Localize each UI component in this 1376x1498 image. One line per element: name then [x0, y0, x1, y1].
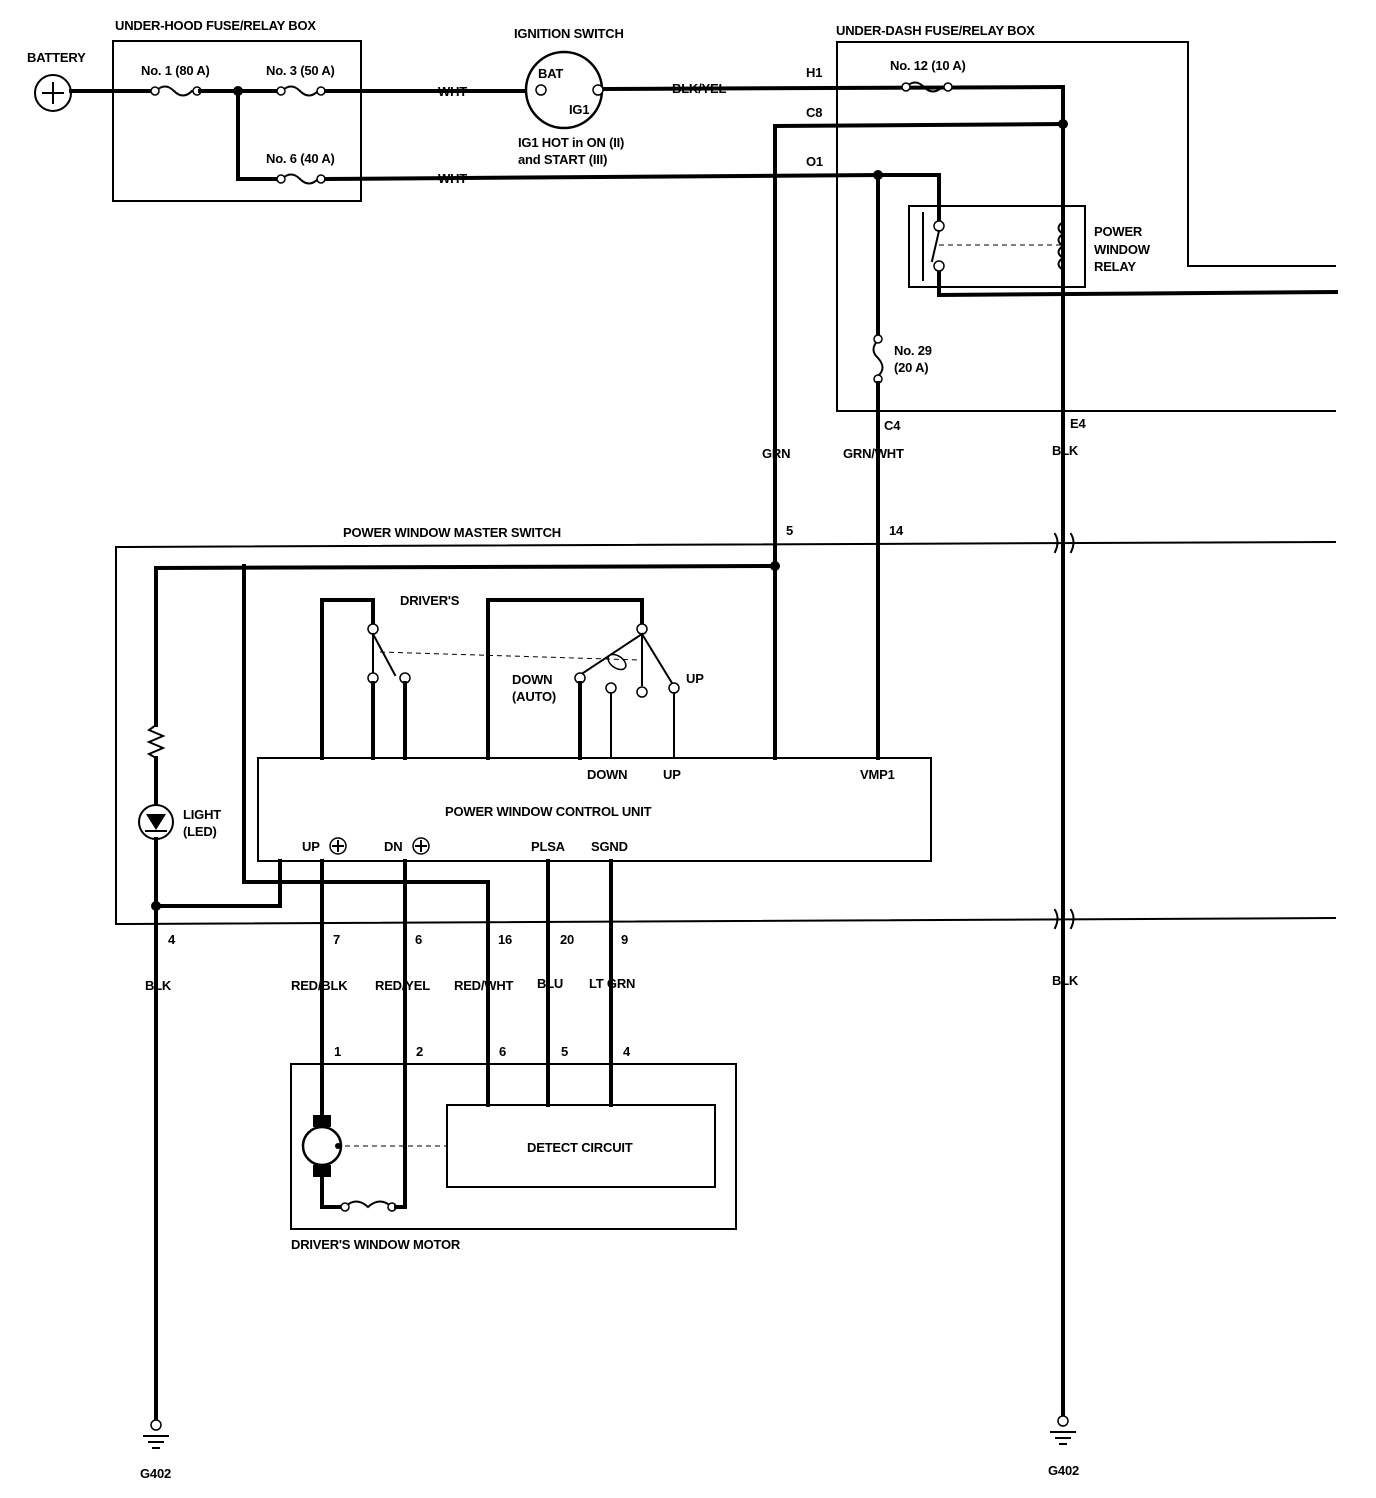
top-wires [69, 81, 1339, 1422]
down-auto-label-1: DOWN [512, 672, 552, 687]
relay-label-1: POWER [1094, 224, 1143, 239]
motor-wiring [301, 859, 613, 1212]
cu-up-label: UP [663, 767, 681, 782]
under-hood-box-title: UNDER-HOOD FUSE/RELAY BOX [115, 18, 316, 33]
motor-pin-2: 2 [416, 1044, 423, 1059]
ground-right-label: G402 [1048, 1463, 1079, 1478]
battery-icon [34, 74, 72, 112]
motor-pin-5: 5 [561, 1044, 568, 1059]
under-dash-fuse-relay-box [836, 41, 1336, 412]
wire-wht-1: WHT [438, 84, 467, 99]
drivers-switch-label: DRIVER'S [400, 593, 460, 608]
wire-break-mark [1053, 532, 1075, 930]
ignition-switch-icon [524, 50, 604, 130]
wire-grn-wht: GRN/WHT [843, 446, 904, 461]
junction-dot [233, 86, 243, 96]
wire-red-blk: RED/BLK [291, 978, 348, 993]
power-window-relay-icon [922, 212, 1065, 281]
control-unit-title: POWER WINDOW CONTROL UNIT [445, 804, 652, 819]
pin-e4-label: E4 [1070, 416, 1086, 431]
cu-dn-plus-label: DN [384, 839, 402, 854]
drivers-window-motor-title: DRIVER'S WINDOW MOTOR [291, 1237, 461, 1252]
junction-dot [873, 170, 883, 180]
wire-red-yel: RED/YEL [375, 978, 430, 993]
wire-blk-right-1: BLK [1052, 443, 1079, 458]
wire-lt-grn: LT GRN [589, 976, 635, 991]
motor-pin-6: 6 [499, 1044, 506, 1059]
under-hood-fuse-relay-box [112, 40, 362, 202]
pin-20-label: 20 [560, 932, 574, 947]
ignition-note-2: and START (III) [518, 152, 607, 167]
junction-dot [1058, 119, 1068, 129]
detect-circuit-label: DETECT CIRCUIT [527, 1140, 633, 1155]
battery-label: BATTERY [27, 50, 86, 65]
wire-blk-left: BLK [145, 978, 172, 993]
fuse-6-label: No. 6 (40 A) [266, 151, 335, 166]
wire-wht-2: WHT [438, 171, 467, 186]
pin-16-label: 16 [498, 932, 512, 947]
cu-vmp1-label: VMP1 [860, 767, 895, 782]
wire-blk-right-2: BLK [1052, 973, 1079, 988]
pin-6-label: 6 [415, 932, 422, 947]
fuse-1-label: No. 1 (80 A) [141, 63, 210, 78]
down-auto-label-2: (AUTO) [512, 689, 556, 704]
fuse-3-label: No. 3 (50 A) [266, 63, 335, 78]
fuse-12-label: No. 12 (10 A) [890, 58, 966, 73]
master-switch-title: POWER WINDOW MASTER SWITCH [343, 525, 561, 540]
pin-h1-label: H1 [806, 65, 822, 80]
cu-up-plus-label: UP [302, 839, 320, 854]
wire-blk-yel: BLK/YEL [672, 81, 726, 96]
wire-blu: BLU [537, 976, 563, 991]
ignition-bat-label: BAT [538, 66, 563, 81]
master-switch-wiring [138, 563, 778, 1422]
ignition-switch-title: IGNITION SWITCH [514, 26, 624, 41]
ignition-note-1: IG1 HOT in ON (II) [518, 135, 624, 150]
up-switch-label: UP [686, 671, 704, 686]
under-dash-box-title: UNDER-DASH FUSE/RELAY BOX [836, 23, 1035, 38]
cu-down-label: DOWN [587, 767, 627, 782]
relay-label-2: WINDOW [1094, 242, 1151, 257]
light-label-1: LIGHT [183, 807, 221, 822]
pin-c4-label: C4 [884, 418, 901, 433]
motor-pin-4: 4 [623, 1044, 631, 1059]
pin-5-label: 5 [786, 523, 793, 538]
power-window-control-unit-box [257, 757, 932, 862]
ground-icon-left [143, 1419, 169, 1449]
wire-red-wht: RED/WHT [454, 978, 514, 993]
ground-left-label: G402 [140, 1466, 171, 1481]
ignition-ig1-label: IG1 [569, 102, 589, 117]
pin-c8-label: C8 [806, 105, 822, 120]
cu-sgnd-label: SGND [591, 839, 628, 854]
fuse-29-label-2: (20 A) [894, 360, 928, 375]
pin-7-label: 7 [333, 932, 340, 947]
wire-grn: GRN [762, 446, 790, 461]
relay-label-3: RELAY [1094, 259, 1136, 274]
pin-4-label: 4 [168, 932, 176, 947]
ground-icon-right [1050, 1415, 1076, 1445]
fuse-29-label-1: No. 29 [894, 343, 932, 358]
cu-plsa-label: PLSA [531, 839, 566, 854]
pin-9-label: 9 [621, 932, 628, 947]
drivers-window-motor-box [290, 1063, 737, 1230]
light-label-2: (LED) [183, 824, 217, 839]
plus-icon [412, 837, 430, 855]
plus-icon [329, 837, 347, 855]
power-window-relay-box [908, 205, 1086, 288]
power-window-master-switch-box [115, 541, 1337, 926]
motor-pin-1: 1 [334, 1044, 341, 1059]
pin-14-label: 14 [889, 523, 904, 538]
pin-o1-label: O1 [806, 154, 823, 169]
